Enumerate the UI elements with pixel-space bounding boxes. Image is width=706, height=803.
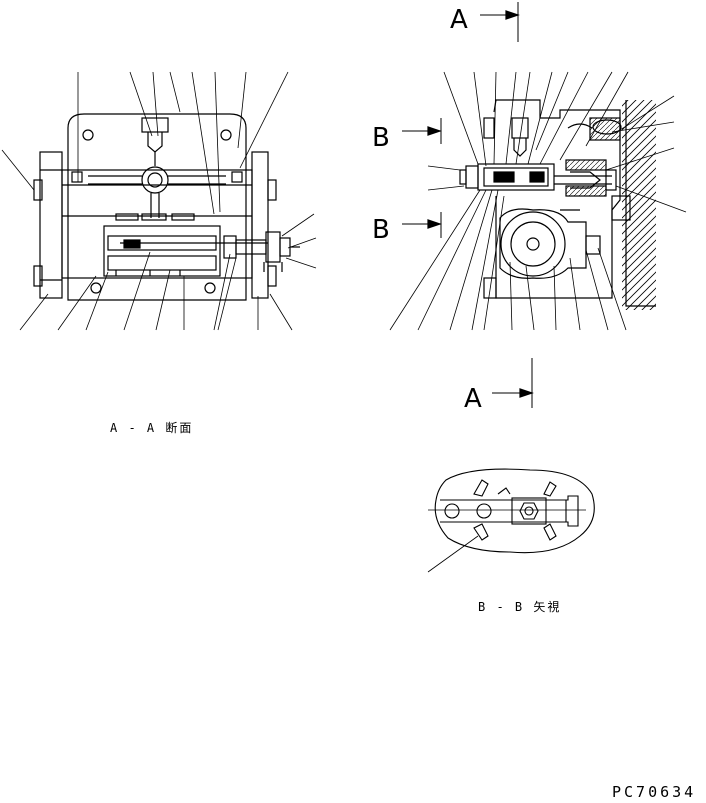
housing-outline: [67, 113, 247, 301]
section-arrow-a-bottom: [492, 358, 534, 408]
leader-lines-bottom-left: [19, 251, 293, 331]
caption-section-a-a: A - A 断面: [110, 420, 193, 435]
section-a-a-view: [1, 71, 317, 331]
pump-wheel: [500, 211, 566, 277]
section-mark-b-lower: B: [372, 215, 390, 245]
section-mark-b-upper: B: [372, 123, 390, 153]
view-b-outline: [434, 468, 595, 554]
section-mark-a-top: A: [450, 5, 468, 35]
side-elevation-view: [389, 2, 687, 408]
leader-lines-top-right: [427, 71, 687, 213]
leader-lines-top-left: [1, 71, 289, 215]
section-arrow-a-top: [480, 2, 520, 42]
caption-view-b-b: B - B 矢視: [478, 599, 561, 614]
section-arrow-b-upper: [402, 118, 442, 144]
hatched-wall: [622, 100, 656, 310]
section-arrow-b-lower: [402, 212, 442, 238]
drawing-code: PC70634: [612, 783, 696, 801]
leader-lines-bottom-right: [389, 189, 627, 331]
view-b-b: [427, 468, 595, 573]
section-mark-a-bottom: A: [464, 384, 482, 414]
